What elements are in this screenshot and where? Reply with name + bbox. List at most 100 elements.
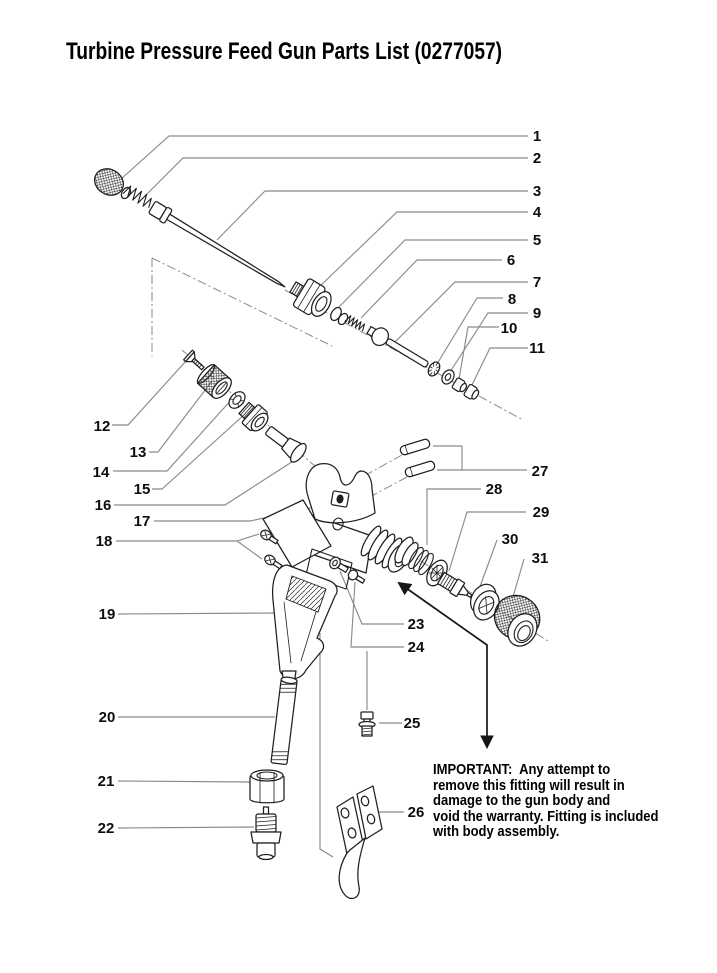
callout-14: 14 [93,464,110,481]
part-11-nut [463,383,480,400]
part-16-valve-stem [265,426,307,463]
leader-16 [114,457,299,506]
leader-5 [337,239,528,309]
leader-6 [360,259,502,319]
callout-17: 17 [134,513,151,530]
trigger-mount-line [319,633,334,858]
callout-1: 1 [533,128,541,145]
part-31-air-cap-ring [493,594,541,647]
callout-9: 9 [533,305,541,322]
note-line-2: remove this fitting will result in [433,777,625,794]
callout-21: 21 [98,773,115,790]
part-24-plug [347,569,366,584]
part-6-spring [344,315,366,332]
part-2-spring [122,185,152,208]
callout-4: 4 [533,204,542,221]
leader-3 [216,190,528,241]
note-line-1: IMPORTANT: Any attempt to [433,762,611,778]
part-18-screws [260,529,283,570]
callout-11: 11 [529,340,545,357]
leader-28 [426,488,481,545]
part-7-valve-rod [366,325,429,368]
page-title: Turbine Pressure Feed Gun Parts List (02… [66,38,503,65]
callout-12: 12 [94,418,111,435]
leader-19 [117,612,277,615]
leader-15 [152,413,246,490]
leader-13 [149,380,213,453]
leader-23 [339,570,404,625]
part-25-bolt [358,711,376,737]
callout-6: 6 [507,252,515,269]
leader-31 [512,558,525,598]
part-1-tension-knob [93,168,132,200]
callout-20: 20 [99,709,116,726]
leader-8 [436,297,503,365]
parts-artwork [93,168,541,900]
leader-22 [117,826,255,829]
callout-10: 10 [501,320,518,337]
callout-8: 8 [508,291,516,308]
part-23-plug [329,556,349,573]
part-12-screw [183,349,205,371]
part-14-washer [228,391,246,409]
part-20-tube [270,676,298,766]
leader-11 [470,347,528,388]
callout-31: 31 [532,550,549,567]
part-21-nut [249,769,285,804]
part-29-check-valve [437,571,473,598]
part-9-washer [441,369,455,385]
callout-25: 25 [404,715,421,732]
part-26-trigger [336,785,383,900]
note-line-3: damage to the gun body and [433,793,611,809]
leader-7 [389,281,528,348]
leader-2 [145,157,528,196]
leader-18 [116,533,260,542]
part-10-nut [451,377,468,393]
callout-29: 29 [533,504,550,521]
leader-29 [448,511,526,572]
part-17-packing-nut [330,490,350,508]
callout-2: 2 [533,150,541,167]
callout-26: 26 [408,804,425,821]
leader-18b [236,540,263,560]
part-4-fluid-nozzle [289,278,332,317]
leader-10 [458,326,499,380]
leader-4 [316,211,528,290]
callout-3: 3 [533,183,541,200]
part-gun-body [262,462,411,685]
part-13-air-valve [196,363,232,399]
leader-1 [120,135,528,180]
callout-22: 22 [98,820,115,837]
callout-numbers: 1 2 3 4 5 6 7 8 9 10 11 12 13 14 15 16 1… [93,128,550,837]
callout-18: 18 [96,533,113,550]
leader-12 [112,360,187,426]
leader-27 [433,445,527,471]
callout-19: 19 [99,606,116,623]
part-3-needle [148,201,286,288]
part-15-valve-seat [238,401,269,432]
callout-15: 15 [134,481,151,498]
callout-7: 7 [533,274,541,291]
callout-23: 23 [408,616,425,633]
callout-5: 5 [533,232,541,249]
callout-30: 30 [502,531,519,548]
leader-21 [117,780,251,783]
fitting-warning-arrow [397,581,494,750]
callout-24: 24 [408,639,425,656]
part-19-handle [271,564,338,685]
note-line-5: with body assembly. [433,824,560,840]
callout-28: 28 [486,481,503,498]
phantom-lines [151,257,549,642]
leader-14 [113,397,234,472]
note-line-4: void the warranty. Fitting is included [433,808,659,825]
callout-16: 16 [95,497,112,514]
callout-13: 13 [130,444,147,461]
important-note: IMPORTANT: Any attempt to remove this fi… [433,762,659,841]
part-27-pins [399,438,436,478]
leader-9 [449,312,528,373]
callout-27: 27 [532,463,549,480]
leader-24 [350,581,404,648]
part-8-lock-washer [427,361,441,377]
